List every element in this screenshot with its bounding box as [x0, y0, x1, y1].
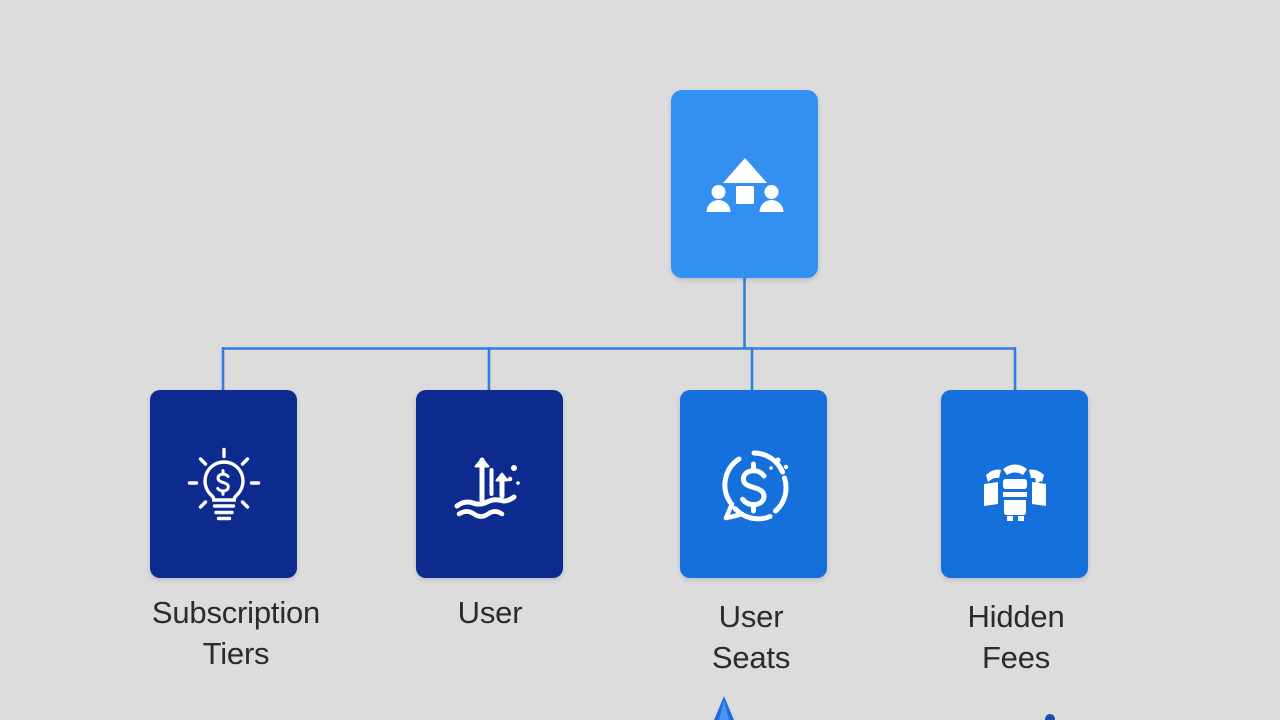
child-node-card-user-seats[interactable]	[680, 390, 827, 578]
lightbulb-dollar-icon	[178, 438, 270, 530]
dot-accent-right	[1045, 714, 1055, 720]
dollar-circle-icon	[708, 438, 800, 530]
org-hierarchy-icon	[703, 142, 787, 226]
root-node-card[interactable]	[671, 90, 818, 278]
fragmented-globe-icon	[969, 438, 1061, 530]
growth-chart-arrow-icon	[444, 438, 536, 530]
child-label-user-seats: User Seats	[711, 599, 791, 675]
child-label-user: User	[457, 595, 523, 630]
child-label-hidden-fees: Hidden Fees	[967, 599, 1065, 675]
child-label-subscription-tiers: Subscription Tiers	[151, 595, 321, 671]
arrow-tip-accent-left	[714, 696, 734, 720]
child-node-card-hidden-fees[interactable]	[941, 390, 1088, 578]
child-node-card-subscription-tiers[interactable]	[150, 390, 297, 578]
child-node-card-user[interactable]	[416, 390, 563, 578]
